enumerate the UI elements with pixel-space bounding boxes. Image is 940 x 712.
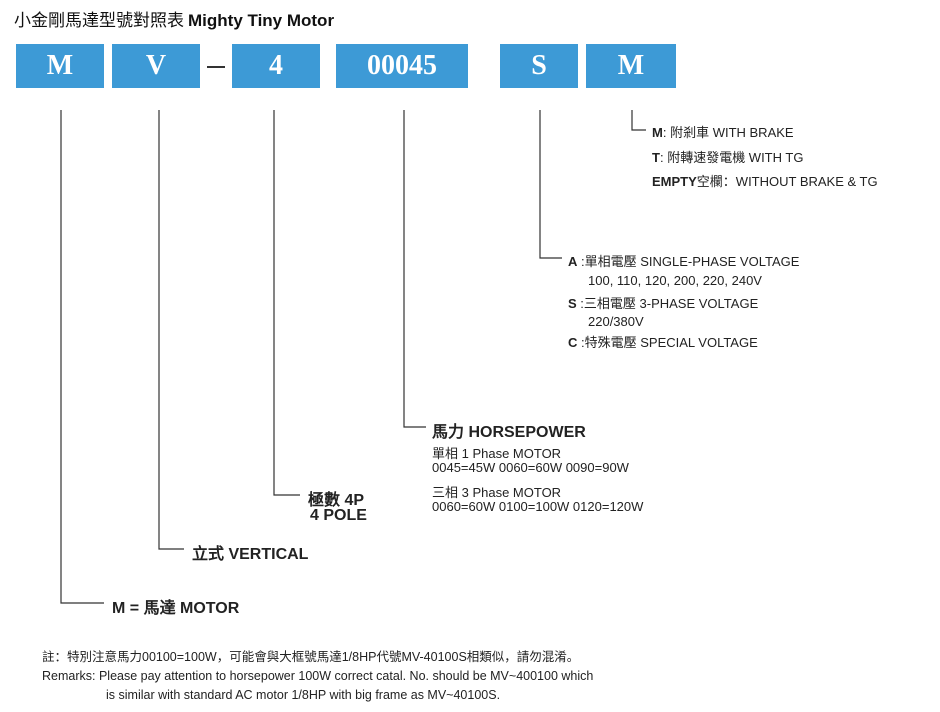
connector-brake — [631, 110, 646, 131]
voltage-item-a: A :單相電壓 SINGLE-PHASE VOLTAGE — [568, 254, 800, 269]
horsepower-single-values: 0045=45W 0060=60W 0090=90W — [432, 460, 629, 475]
note-en-line1: Remarks: Please pay attention to horsepo… — [42, 669, 594, 683]
code-box-horsepower: 00045 — [336, 44, 468, 88]
horsepower-single-label: 單相 1 Phase MOTOR — [432, 446, 562, 461]
connector-vertical — [158, 110, 184, 550]
poles-line2: 4 POLE — [310, 507, 367, 524]
brake-item-m: M: 附剎車 WITH BRAKE — [652, 125, 794, 140]
connector-horsepower — [403, 110, 426, 428]
code-box-v: V — [112, 44, 200, 88]
connector-motor — [60, 110, 104, 604]
connector-pole — [273, 110, 300, 496]
code-box-brake: M — [586, 44, 676, 88]
brake-item-t: T: 附轉速發電機 WITH TG — [652, 150, 804, 165]
code-box-m: M — [16, 44, 104, 88]
code-box-voltage: S — [500, 44, 578, 88]
voltage-item-c: C :特殊電壓 SPECIAL VOLTAGE — [568, 335, 758, 350]
brake-item-empty: EMPTY空欄：WITHOUT BRAKE & TG — [652, 174, 878, 189]
horsepower-title: 馬力 HORSEPOWER — [432, 424, 586, 441]
motor-label: M = 馬達 MOTOR — [112, 600, 240, 617]
horsepower-three-label: 三相 3 Phase MOTOR — [432, 485, 562, 500]
note-en-line2: is similar with standard AC motor 1/8HP … — [106, 688, 501, 702]
title-zh: 小金剛馬達型號對照表 — [14, 11, 184, 30]
connector-voltage — [539, 110, 562, 259]
note-zh: 註：特別注意馬力00100=100W，可能會與大框號馬達1/8HP代號MV-40… — [42, 650, 580, 664]
voltage-item-s-values: 220/380V — [588, 314, 644, 329]
horsepower-three-values: 0060=60W 0100=100W 0120=120W — [432, 499, 644, 514]
code-box-pole: 4 — [232, 44, 320, 88]
voltage-item-s: S :三相電壓 3-PHASE VOLTAGE — [568, 296, 759, 311]
voltage-item-a-values: 100, 110, 120, 200, 220, 240V — [588, 273, 762, 288]
title-en: Mighty Tiny Motor — [188, 11, 335, 30]
code-dash — [207, 66, 225, 68]
vertical-label: 立式 VERTICAL — [192, 546, 309, 563]
poles-line1: 極數 4P — [308, 492, 365, 509]
